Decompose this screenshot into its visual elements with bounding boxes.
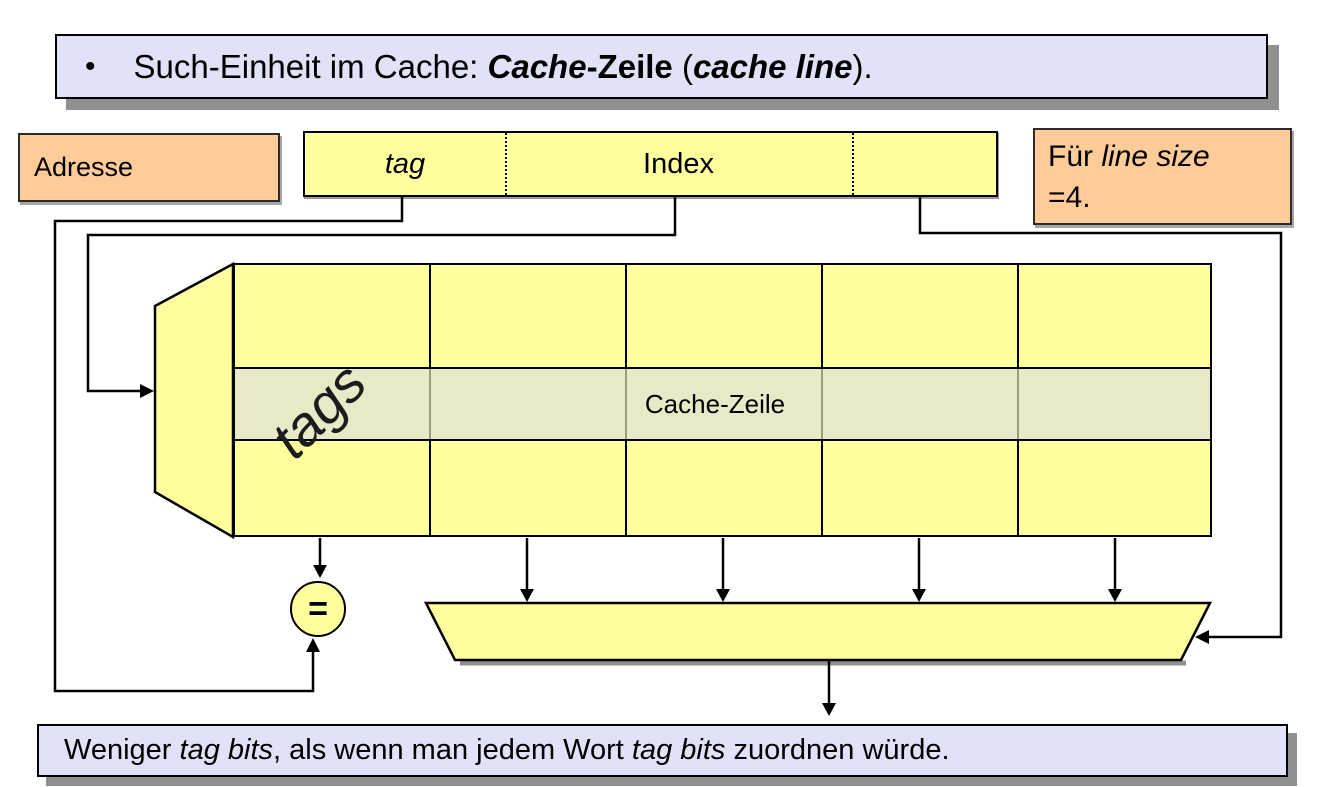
comparator-circle: = [290,581,346,637]
highlight-column-divider [821,369,823,439]
note-text: Weniger tag bits, als wenn man jedem Wor… [64,734,950,766]
cache-grid: Cache-Zeile tags [233,263,1212,537]
line-size-note-line1: Für line size [1048,140,1210,173]
mux-shape [423,601,1213,662]
arrowhead-down-icon [1108,589,1122,602]
field-divider [505,133,507,195]
equals-icon: = [308,589,328,628]
tags-label: tags [258,350,378,470]
arrowhead-down-icon [822,703,836,716]
arrowhead-left-icon [1195,630,1209,644]
address-field: tag Index [303,131,998,197]
line-size-note: Für line size =4. [1033,128,1292,225]
cache-line-label: Cache-Zeile [644,388,786,419]
highlight-column-divider [429,369,431,439]
address-label: Adresse [34,152,134,182]
tag-label: tag [384,147,426,180]
bullet-icon: • [85,49,96,83]
title-banner: • Such-Einheit im Cache: Cache-Zeile (ca… [55,34,1268,99]
line-size-note-line2: =4. [1048,181,1091,215]
arrowhead-up-icon [306,638,320,652]
field-divider [852,133,854,195]
note-banner: Weniger tag bits, als wenn man jedem Wor… [37,724,1288,777]
highlight-column-divider [1017,369,1019,439]
title-text: Such-Einheit im Cache: Cache-Zeile (cach… [133,47,873,85]
address-label-box: Adresse [18,133,280,202]
arrowhead-right-icon [140,384,154,398]
decoder-shape [153,261,235,540]
address-field-offset-section [852,133,996,195]
index-label: Index [643,147,714,180]
arrowhead-down-icon [313,565,327,578]
arrowhead-down-icon [912,589,926,602]
address-field-index-section: Index [505,133,852,195]
arrowhead-down-icon [520,589,534,602]
arrowhead-down-icon [716,589,730,602]
address-field-tag-section: tag [305,133,505,195]
highlight-column-divider [625,369,627,439]
